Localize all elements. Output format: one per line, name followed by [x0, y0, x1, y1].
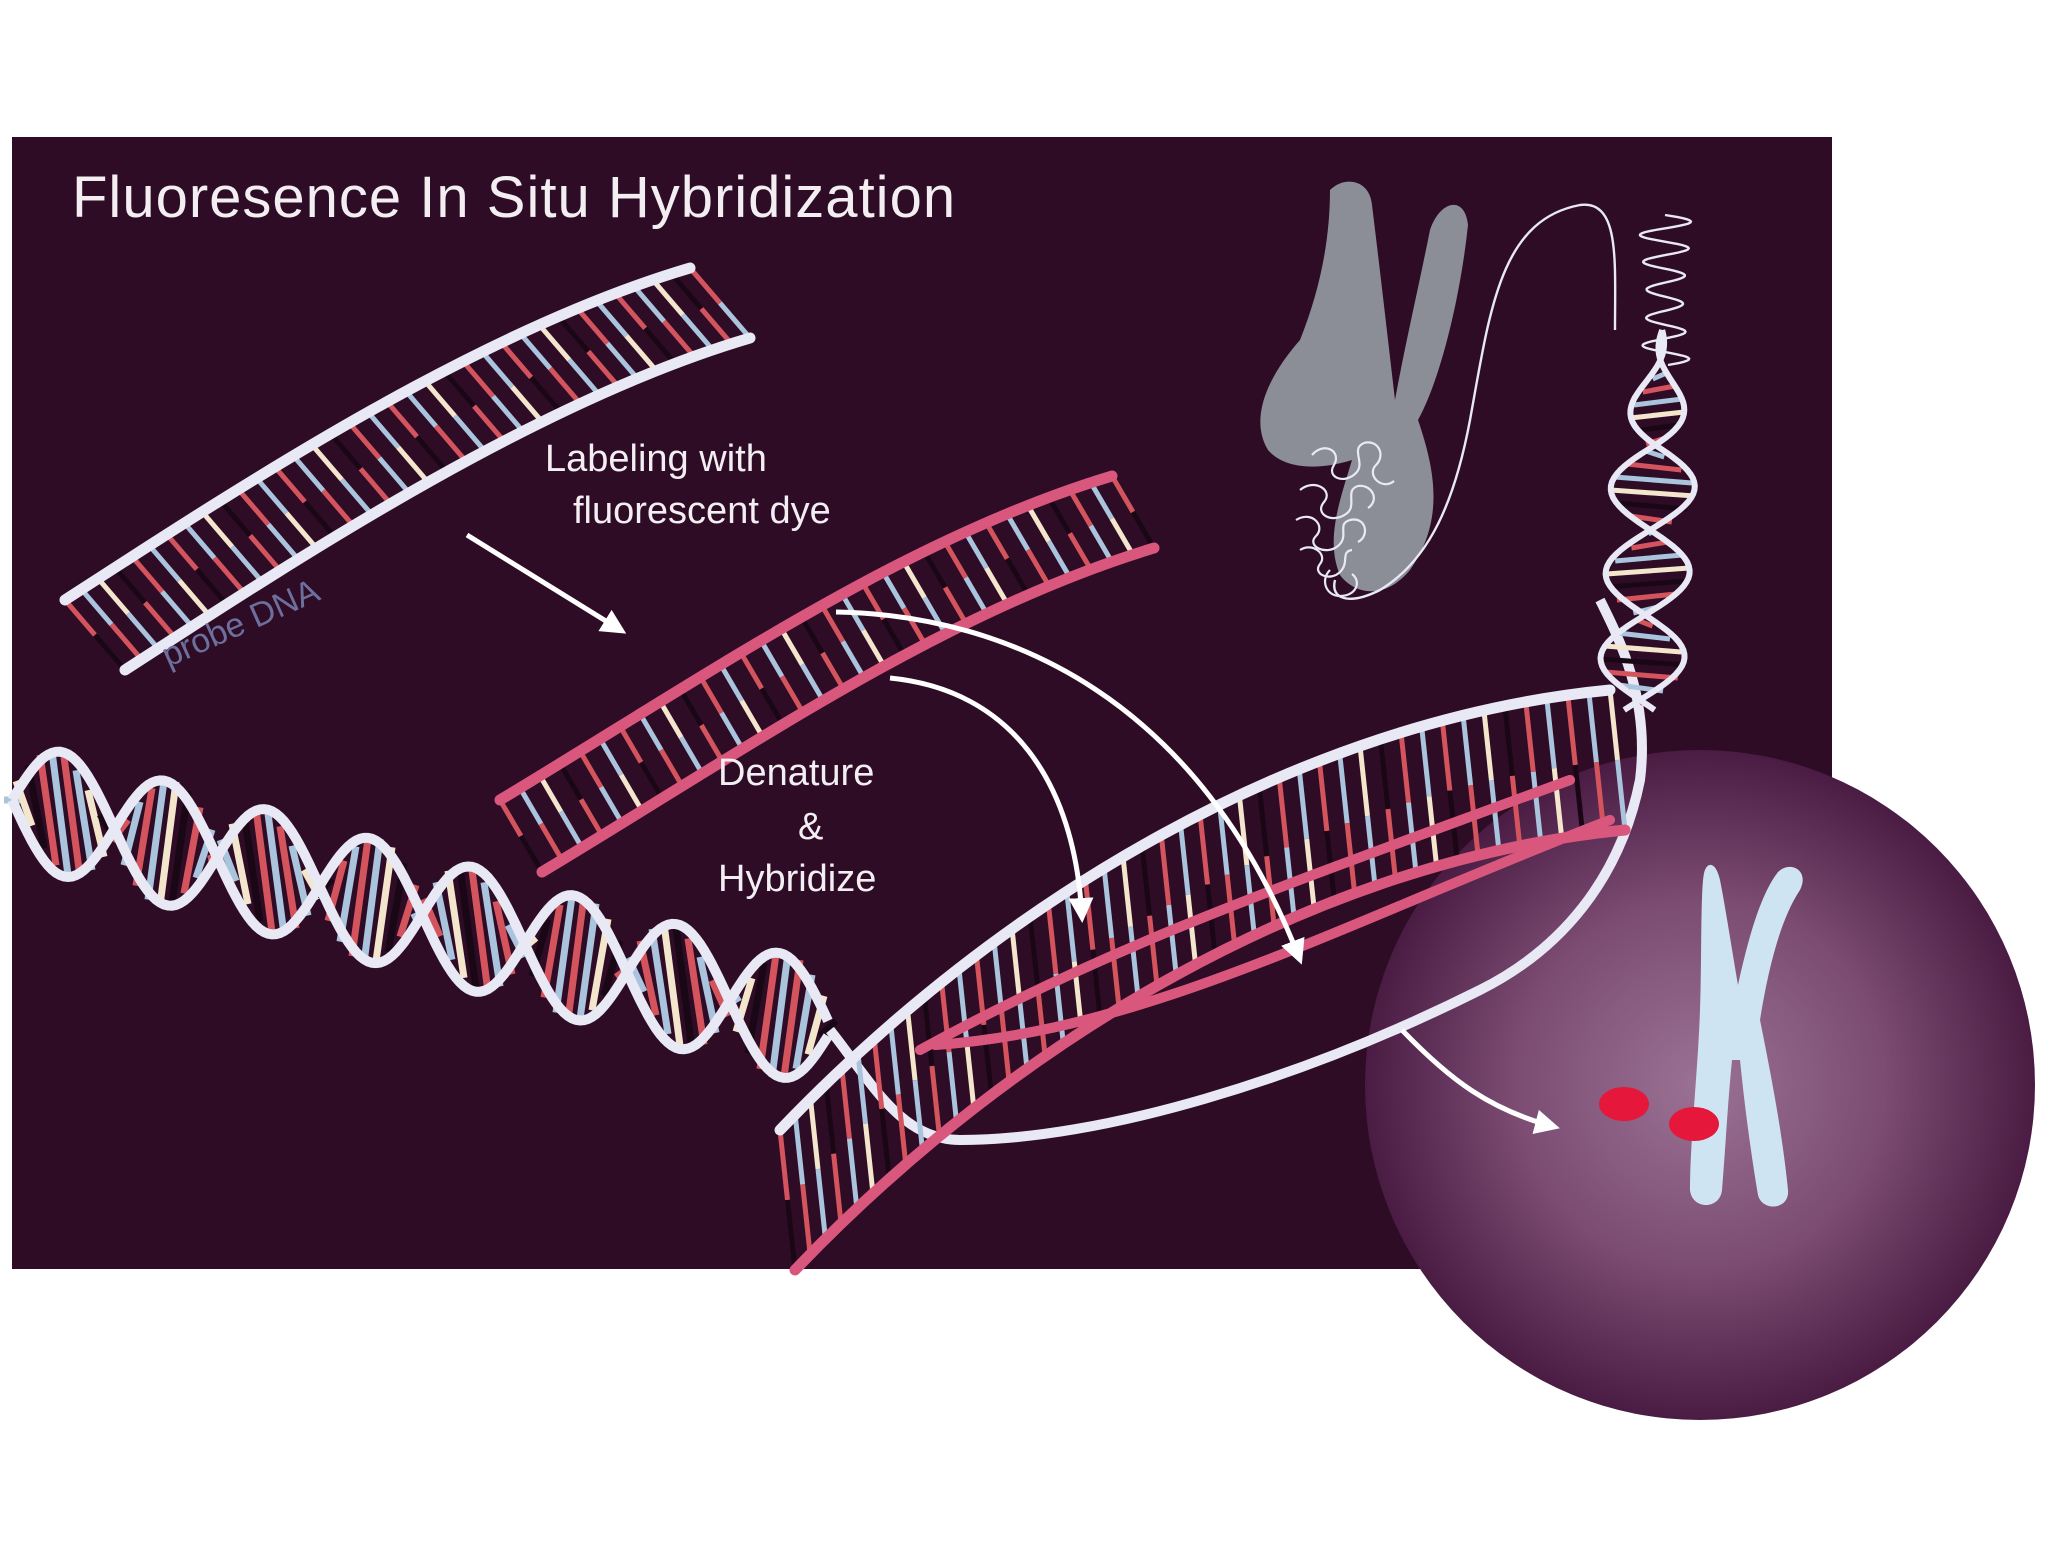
labeling-step-line2: fluorescent dye: [573, 490, 831, 532]
arrow-hybridize-long: [835, 609, 1305, 965]
target-dna-ribbon: [774, 684, 1631, 1276]
arrow-labeling: [465, 532, 627, 634]
hybridize-step-line1: Denature: [718, 752, 875, 794]
chromosome-lightblue-icon: [1599, 864, 1803, 1207]
labeling-step-line1: Labeling with: [545, 438, 767, 480]
dna-thread: [1333, 203, 1617, 600]
hybridize-step-line2: &: [798, 806, 824, 848]
diagram-title: Fluoresence In Situ Hybridization: [72, 165, 957, 230]
arrow-hybridize-short: [889, 675, 1094, 923]
arrow-to-chromosome: [1400, 1028, 1560, 1135]
hybridize-step-line3: Hybridize: [718, 858, 877, 900]
genomic-dna-helix: [4, 329, 1698, 1146]
probe-dna-strand: [59, 262, 756, 676]
probe-signal-right: [1669, 1107, 1719, 1141]
chromosome-gray-icon: [1260, 181, 1468, 592]
probe-signal-left: [1599, 1087, 1649, 1121]
process-arrows: [465, 532, 1560, 1135]
coil-icon: [1638, 213, 1693, 367]
